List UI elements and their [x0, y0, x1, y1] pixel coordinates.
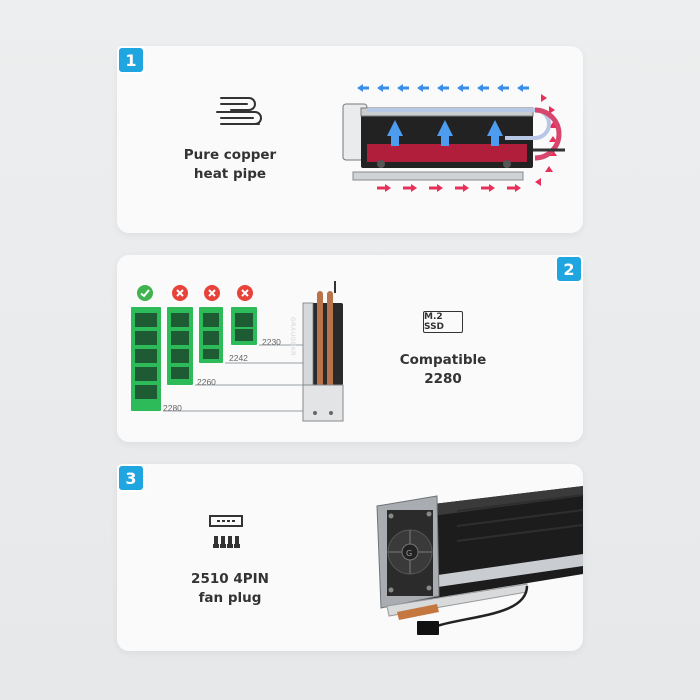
- panel-caption: Compatible 2280: [399, 352, 487, 387]
- panel-fan-plug: 3 2510 4PIN fan plug G: [117, 464, 584, 651]
- cross-icon: [172, 285, 188, 301]
- size-label-2280: 2280: [163, 403, 182, 413]
- fan-heatsink-photo: G: [376, 486, 584, 635]
- size-label-2242: 2242: [229, 353, 248, 363]
- panel-number-badge: 3: [117, 464, 145, 492]
- m2-ssd-icon: M.2 SSD: [423, 311, 463, 333]
- cross-icon: [204, 285, 220, 301]
- vertical-heatsink: [302, 281, 344, 422]
- check-icon: [137, 285, 153, 301]
- size-label-2230: 2230: [262, 337, 281, 347]
- panel-number-badge: 2: [555, 255, 583, 283]
- heatsink-airflow-diagram: [342, 84, 565, 192]
- panel-compatibility: 2: [117, 255, 583, 442]
- fan-connector-icon: [209, 515, 243, 548]
- panel-heat-pipe: 1 Pure copper heat pipe: [117, 46, 583, 233]
- size-label-2260: 2260: [197, 377, 216, 387]
- ssd-size-diagram: [131, 307, 309, 412]
- panel-caption: 2510 4PIN fan plug: [191, 571, 269, 606]
- cross-icon: [237, 285, 253, 301]
- heat-pipe-icon: [216, 97, 262, 125]
- brand-label: GRAUGEAR: [289, 317, 295, 357]
- panel-caption: Pure copper heat pipe: [183, 147, 277, 182]
- svg-text:G: G: [406, 549, 412, 558]
- panel-number-badge: 1: [117, 46, 145, 74]
